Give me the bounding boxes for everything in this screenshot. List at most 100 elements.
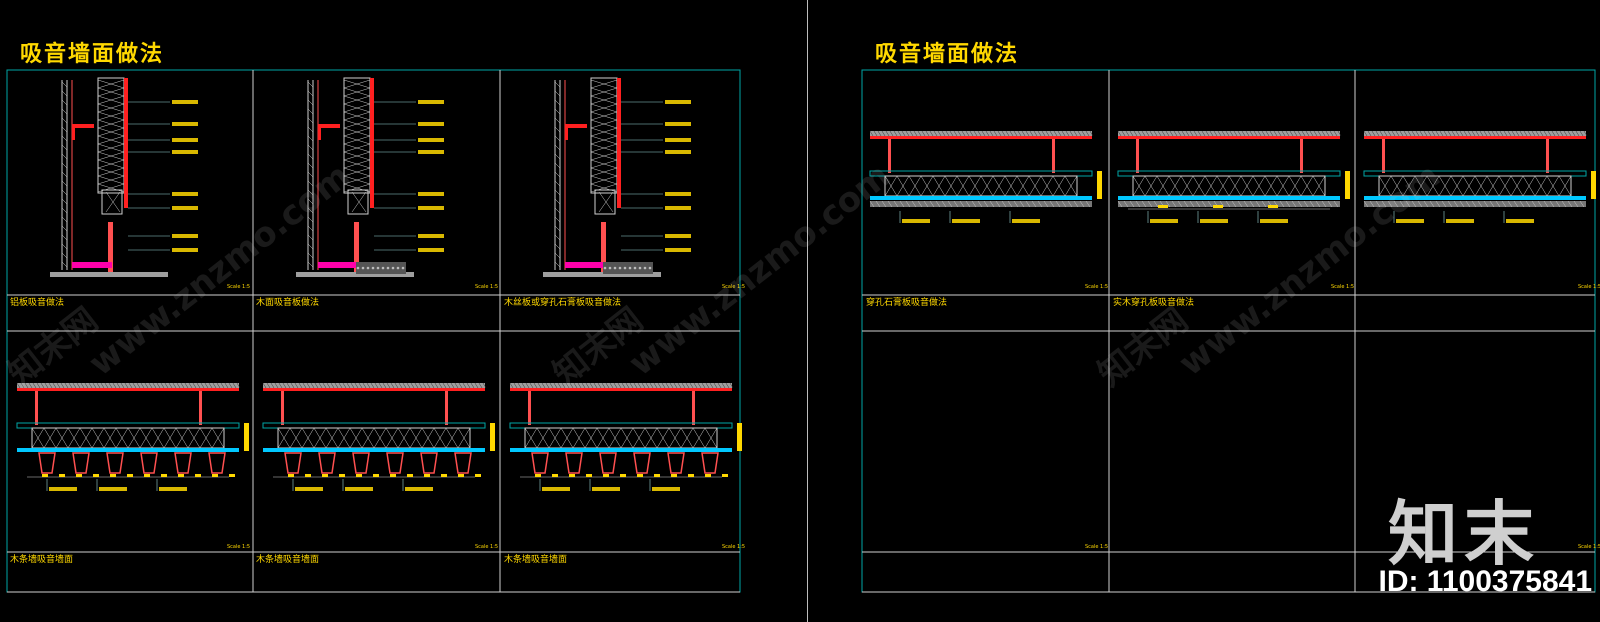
- insulation-hatch: [590, 119, 618, 129]
- panel-hatch: [1511, 130, 1516, 137]
- panel-hatch: [1403, 130, 1408, 137]
- panel-hatch: [885, 130, 890, 137]
- wood-batten: [701, 452, 719, 474]
- screed-aggregate: [613, 266, 617, 270]
- stud-left: [1136, 139, 1139, 173]
- backing-hatch: [1393, 200, 1399, 208]
- dimension-text: [603, 474, 609, 477]
- backing-hatch: [929, 200, 935, 208]
- wood-batten: [565, 452, 583, 474]
- backing-hatch: [1055, 200, 1061, 208]
- insulation-layer: [31, 427, 225, 449]
- insulation-hatch: [1264, 175, 1278, 197]
- panel-hatch: [180, 382, 185, 389]
- sheet-divider: [807, 0, 808, 622]
- stud-right: [692, 391, 695, 425]
- wall-hatch: [554, 225, 561, 232]
- insulation-hatch: [343, 87, 371, 97]
- screed-aggregate: [608, 266, 612, 270]
- insulation-hatch: [1546, 175, 1560, 197]
- panel-hatch: [192, 382, 197, 389]
- insulation-hatch: [1534, 175, 1548, 197]
- panel-hatch: [1491, 130, 1496, 137]
- backing-hatch: [1303, 200, 1309, 208]
- wall-hatch: [61, 126, 68, 133]
- insulation-layer: [277, 427, 471, 449]
- backing-hatch: [1549, 200, 1555, 208]
- wood-batten: [386, 452, 404, 474]
- scale-label: Scale 1:5: [1085, 284, 1108, 290]
- panel-hatch: [1503, 130, 1508, 137]
- backing-hatch: [1297, 200, 1303, 208]
- panel-hatch: [705, 382, 710, 389]
- panel-hatch: [1137, 130, 1142, 137]
- wood-batten: [284, 452, 302, 474]
- note-text: [1150, 219, 1178, 223]
- wall-panel: [870, 131, 1092, 136]
- panel-hatch: [474, 382, 479, 389]
- floor-screed: [603, 262, 653, 274]
- end-trim: [1097, 171, 1102, 199]
- panel-hatch: [358, 382, 363, 389]
- insulation-hatch: [980, 175, 994, 197]
- note-text: [665, 138, 691, 142]
- backing-hatch: [1573, 200, 1579, 208]
- insulation-hatch: [896, 175, 910, 197]
- screed-aggregate: [633, 266, 637, 270]
- backing-hatch: [965, 200, 971, 208]
- panel-hatch: [953, 130, 958, 137]
- panel-hatch: [1467, 130, 1472, 137]
- panel-hatch: [993, 130, 998, 137]
- wall-hatch: [307, 117, 314, 124]
- panel-caption: 实木穿孔板吸音做法: [1113, 296, 1194, 308]
- wall-hatch: [554, 189, 561, 196]
- panel-hatch: [1001, 130, 1006, 137]
- backing-hatch: [1333, 200, 1339, 208]
- panel-hatch: [148, 382, 153, 389]
- panel-hatch: [1325, 130, 1330, 137]
- insulation-hatch: [409, 427, 423, 449]
- panel-edge: [17, 388, 239, 391]
- insulation-hatch: [1004, 175, 1018, 197]
- panel-hatch: [326, 382, 331, 389]
- panel-hatch: [1009, 130, 1014, 137]
- panel-hatch: [1563, 130, 1568, 137]
- panel-hatch: [224, 382, 229, 389]
- wall-hatch: [61, 135, 68, 142]
- note-text: [1446, 219, 1474, 223]
- wall-panel: [510, 383, 732, 388]
- backing-hatch: [1135, 200, 1141, 208]
- insulation-hatch: [277, 427, 291, 449]
- backing-hatch: [1043, 200, 1049, 208]
- backing-hatch: [1519, 200, 1525, 208]
- panel-hatch: [466, 382, 471, 389]
- floor-slab: [543, 272, 661, 277]
- backing-hatch: [1189, 200, 1195, 208]
- panel-hatch: [1411, 130, 1416, 137]
- backing-hatch: [869, 200, 875, 208]
- insulation-hatch: [421, 427, 435, 449]
- insulation-hatch: [97, 175, 125, 185]
- panel-hatch: [1427, 130, 1432, 137]
- panel-hatch: [1161, 130, 1166, 137]
- panel-hatch: [40, 382, 45, 389]
- wall-hatch: [554, 90, 561, 97]
- dimension-text: [93, 474, 99, 477]
- panel-hatch: [1479, 130, 1484, 137]
- wall-hatch: [307, 243, 314, 250]
- insulation-hatch: [536, 427, 550, 449]
- panel-hatch: [1041, 130, 1046, 137]
- panel-hatch: [164, 382, 169, 389]
- insulation-hatch: [175, 427, 189, 449]
- panel-hatch: [112, 382, 117, 389]
- panel-hatch: [909, 130, 914, 137]
- note-text: [665, 100, 691, 104]
- panel-hatch: [537, 382, 542, 389]
- insulation-hatch: [1450, 175, 1464, 197]
- sheet-title-right: 吸音墙面做法: [875, 41, 1020, 67]
- dimension-text: [569, 474, 575, 477]
- panel-hatch: [270, 382, 275, 389]
- floor-finish: [565, 262, 605, 268]
- insulation-hatch: [590, 127, 618, 137]
- panel-hatch: [941, 130, 946, 137]
